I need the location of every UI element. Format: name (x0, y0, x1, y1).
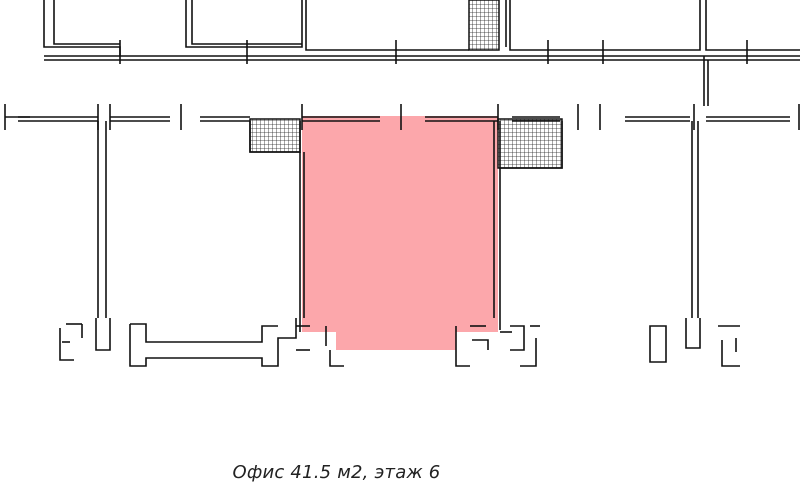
highlighted-office-area[interactable] (302, 116, 498, 350)
ventilation-shafts (249, 118, 563, 169)
plan-caption: Офис 41.5 м2, этаж 6 (232, 462, 441, 483)
walls (4, 0, 800, 367)
stair-shaft-top (468, 0, 500, 51)
